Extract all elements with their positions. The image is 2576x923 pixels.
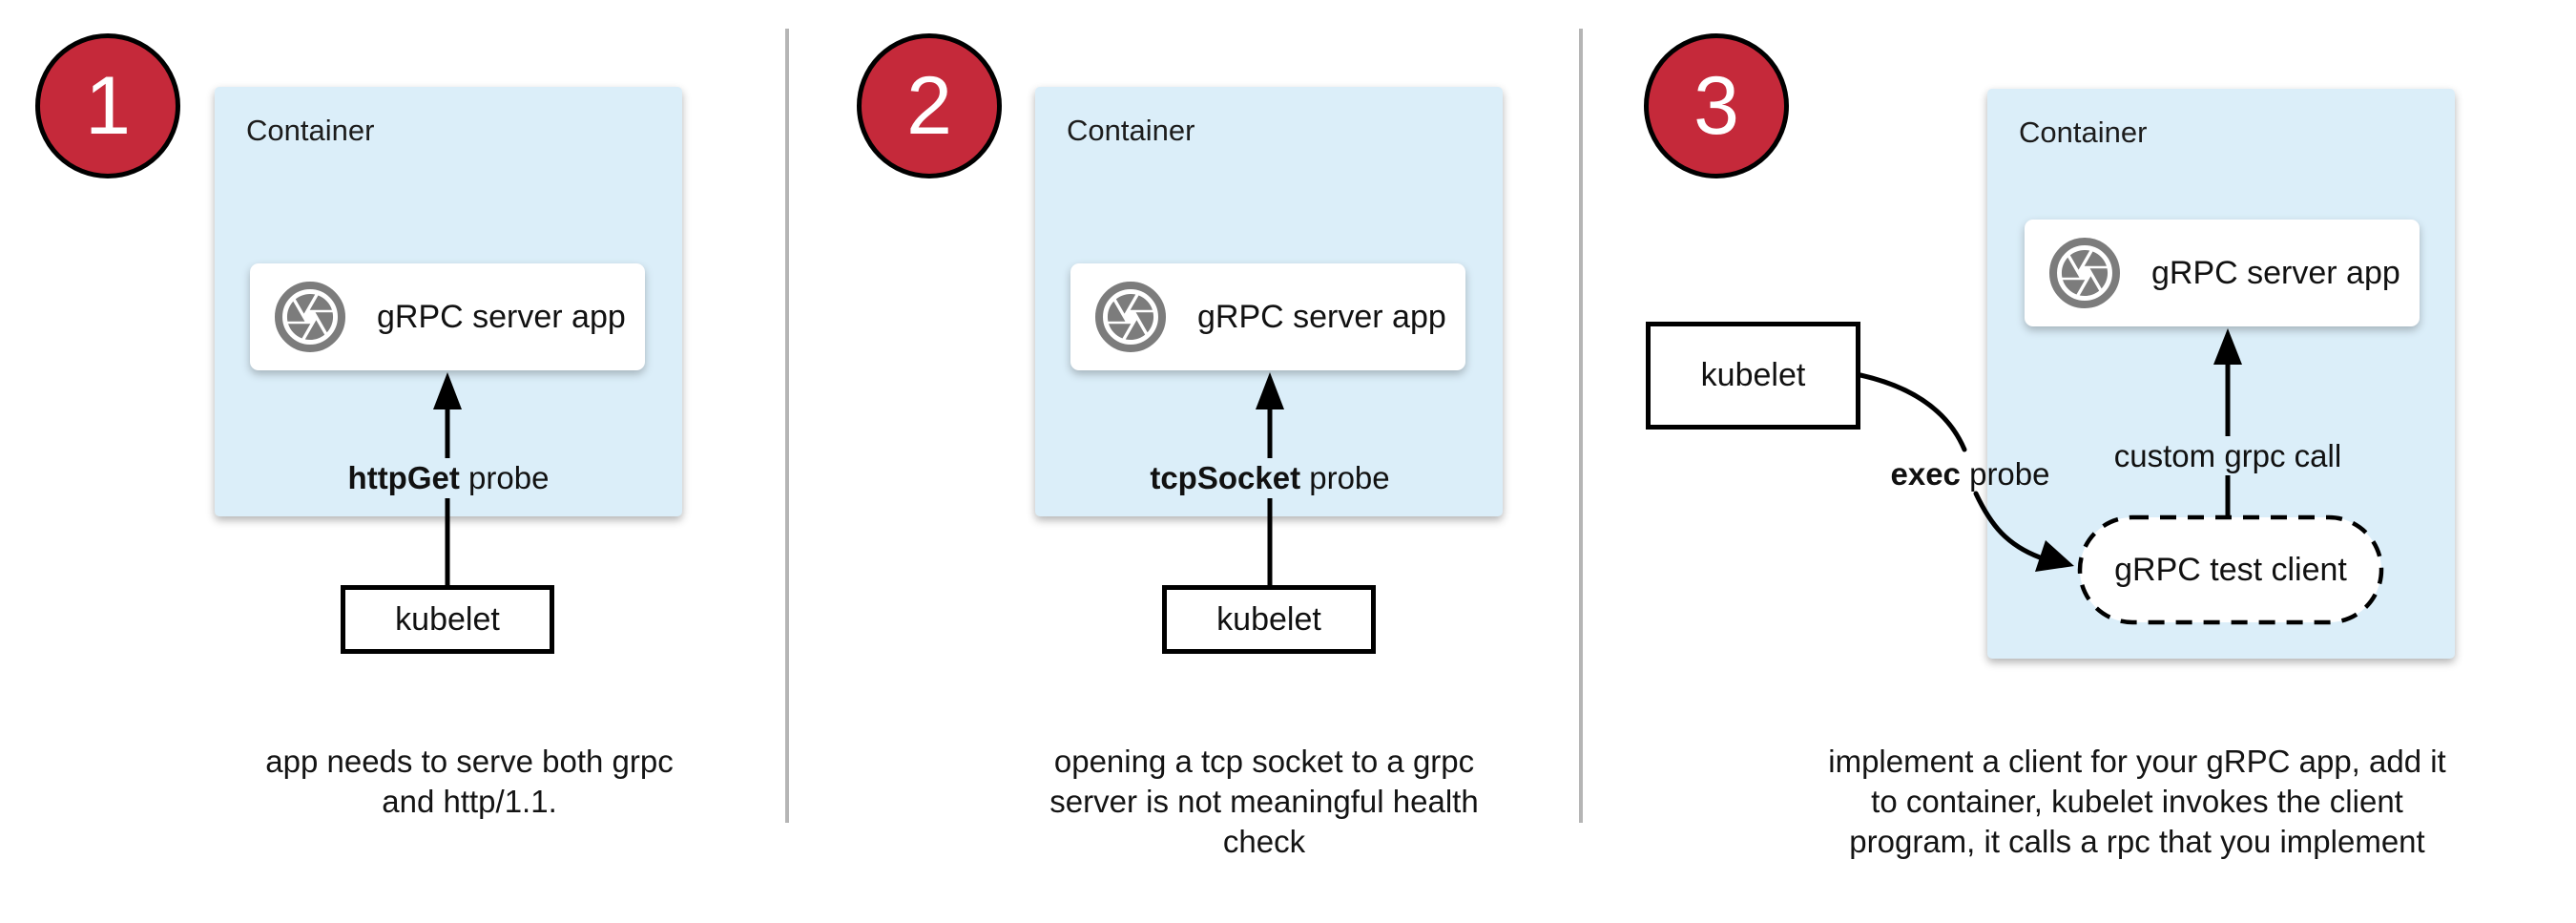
tcpsocket-probe-label: tcpSocket probe <box>1127 460 1413 496</box>
grpc-server-app-box-panel2: gRPC server app <box>1070 263 1465 370</box>
step-number: 1 <box>85 60 131 152</box>
probe-word: probe <box>459 460 550 495</box>
container-label: Container <box>1067 114 1195 147</box>
grpc-test-client-label: gRPC test client <box>2114 551 2347 588</box>
exec-curve-upper <box>1858 372 1967 452</box>
probe-type: exec <box>1890 456 1961 492</box>
probe-type: tcpSocket <box>1150 460 1301 495</box>
kubelet-box-panel1: kubelet <box>341 585 554 654</box>
httpget-probe-label: httpGet probe <box>315 460 582 496</box>
kubelet-box-panel3: kubelet <box>1646 322 1860 430</box>
kubelet-box-panel2: kubelet <box>1162 585 1376 654</box>
exec-probe-label: exec probe <box>1856 456 2085 493</box>
probe-word: probe <box>1960 456 2050 492</box>
camera-aperture-icon <box>275 282 345 352</box>
panel-divider-1 <box>785 29 789 823</box>
step-badge-2: 2 <box>857 33 1002 178</box>
caption-panel2: opening a tcp socket to a grpc server is… <box>1049 744 1479 859</box>
grpc-server-app-label: gRPC server app <box>1197 298 1446 335</box>
probe-word: probe <box>1300 460 1390 495</box>
panel-divider-2 <box>1579 29 1583 823</box>
grpc-server-app-label: gRPC server app <box>2151 254 2400 291</box>
kubelet-label: kubelet <box>395 600 500 638</box>
caption-panel3: implement a client for your gRPC app, ad… <box>1828 744 2446 859</box>
kubelet-label: kubelet <box>1700 357 1806 393</box>
caption-panel1: app needs to serve both grpc and http/1.… <box>265 744 674 819</box>
grpc-server-app-label: gRPC server app <box>377 298 626 335</box>
container-label: Container <box>246 114 375 147</box>
step-number: 3 <box>1693 60 1739 152</box>
custom-grpc-call-label: custom grpc call <box>2113 438 2342 473</box>
grpc-server-app-box-panel1: gRPC server app <box>250 263 645 370</box>
probe-type: httpGet <box>347 460 460 495</box>
camera-aperture-icon <box>1095 282 1166 352</box>
container-label: Container <box>2019 115 2148 149</box>
step-badge-1: 1 <box>35 33 180 178</box>
kubelet-label: kubelet <box>1216 600 1321 638</box>
step-badge-3: 3 <box>1644 33 1789 178</box>
step-number: 2 <box>906 60 952 152</box>
camera-aperture-icon <box>2049 238 2120 308</box>
grpc-server-app-box-panel3: gRPC server app <box>2025 220 2420 326</box>
